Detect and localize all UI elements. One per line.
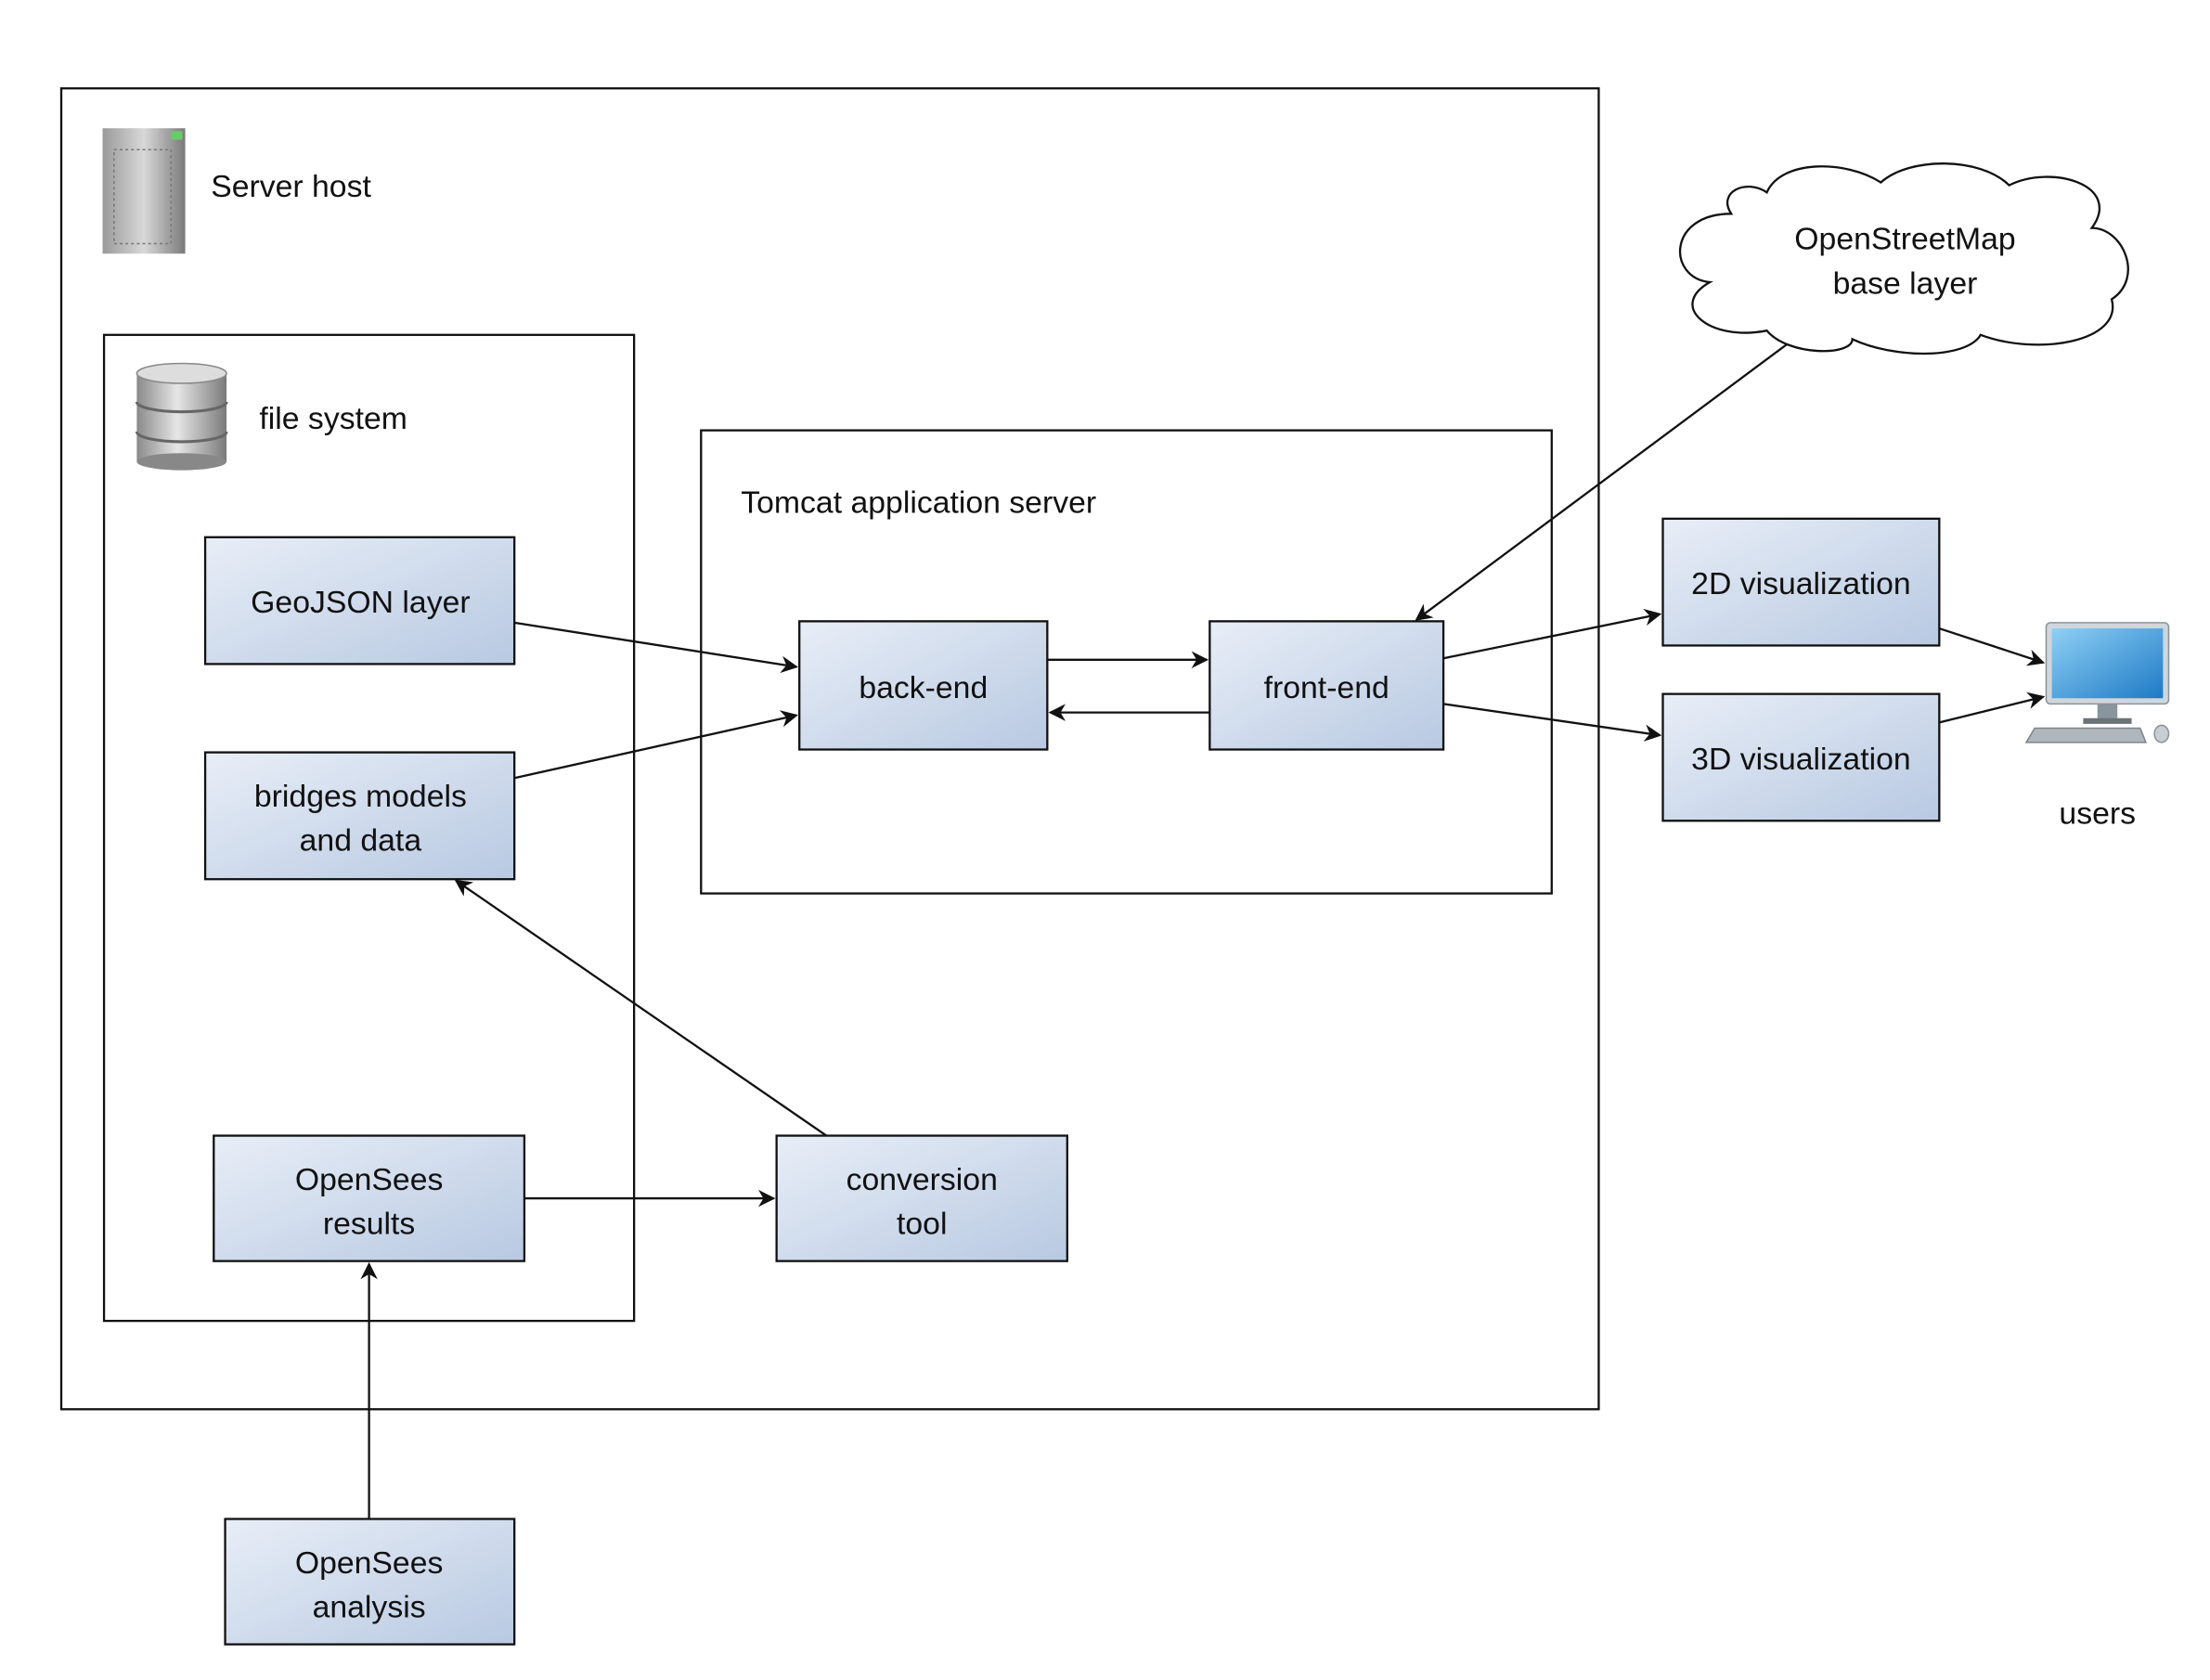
node-label-line1: conversion (847, 1162, 998, 1197)
cloud-shape (1678, 162, 2129, 355)
node-conversion-tool[interactable]: conversion tool (775, 1134, 1068, 1262)
tomcat-container: Tomcat application server (700, 429, 1553, 895)
users-node[interactable]: users (2024, 622, 2170, 831)
node-label-line1: OpenSees (295, 1162, 444, 1197)
node-opensees-results[interactable]: OpenSees results (213, 1134, 526, 1262)
edge-2d-to-users (1938, 627, 2046, 666)
node-label-line2: base layer (1833, 265, 1978, 301)
node-label-line2: and data (300, 823, 422, 859)
server-tower-icon (102, 128, 186, 254)
node-opensees-analysis[interactable]: OpenSees analysis (224, 1518, 516, 1646)
node-label-line2: results (323, 1206, 415, 1241)
edge-osm-to-frontend (1415, 330, 1806, 621)
edge-geojson-to-backend (514, 621, 798, 674)
node-openstreetmap-cloud[interactable]: OpenStreetMap base layer (1678, 162, 2129, 355)
node-3d-visualization[interactable]: 3D visualization (1661, 692, 1941, 822)
node-label: GeoJSON layer (251, 585, 470, 620)
node-back-end[interactable]: back-end (798, 620, 1049, 751)
edges (360, 330, 2046, 1519)
node-label: 2D visualization (1691, 566, 1910, 601)
tomcat-label: Tomcat application server (741, 485, 1096, 521)
server-host-label: Server host (211, 169, 371, 204)
node-label: 3D visualization (1691, 742, 1910, 777)
edge-3d-to-users (1939, 691, 2046, 724)
node-label-line2: tool (897, 1206, 947, 1241)
edge-frontend-to-2d (1442, 608, 1662, 660)
node-label: back-end (859, 670, 988, 705)
node-geojson-layer[interactable]: GeoJSON layer (203, 536, 516, 666)
server-host-container: Server host (59, 87, 1600, 1411)
node-label-line1: bridges models (254, 779, 467, 814)
users-label: users (2059, 795, 2136, 831)
node-bridges-models[interactable]: bridges models and data (203, 751, 516, 881)
node-label-line1: OpenStreetMap (1794, 222, 2015, 257)
file-system-label: file system (259, 401, 407, 436)
database-icon (135, 362, 228, 471)
edge-frontend-to-3d (1442, 703, 1662, 742)
desktop-computer-icon (2024, 622, 2170, 743)
node-label-line2: analysis (313, 1589, 426, 1624)
node-label-line1: OpenSees (295, 1545, 444, 1581)
edge-bridges-to-backend (513, 710, 798, 780)
node-front-end[interactable]: front-end (1208, 620, 1445, 751)
node-2d-visualization[interactable]: 2D visualization (1661, 517, 1941, 647)
edge-conversion-to-bridges (454, 879, 828, 1137)
node-label: front-end (1264, 670, 1389, 705)
